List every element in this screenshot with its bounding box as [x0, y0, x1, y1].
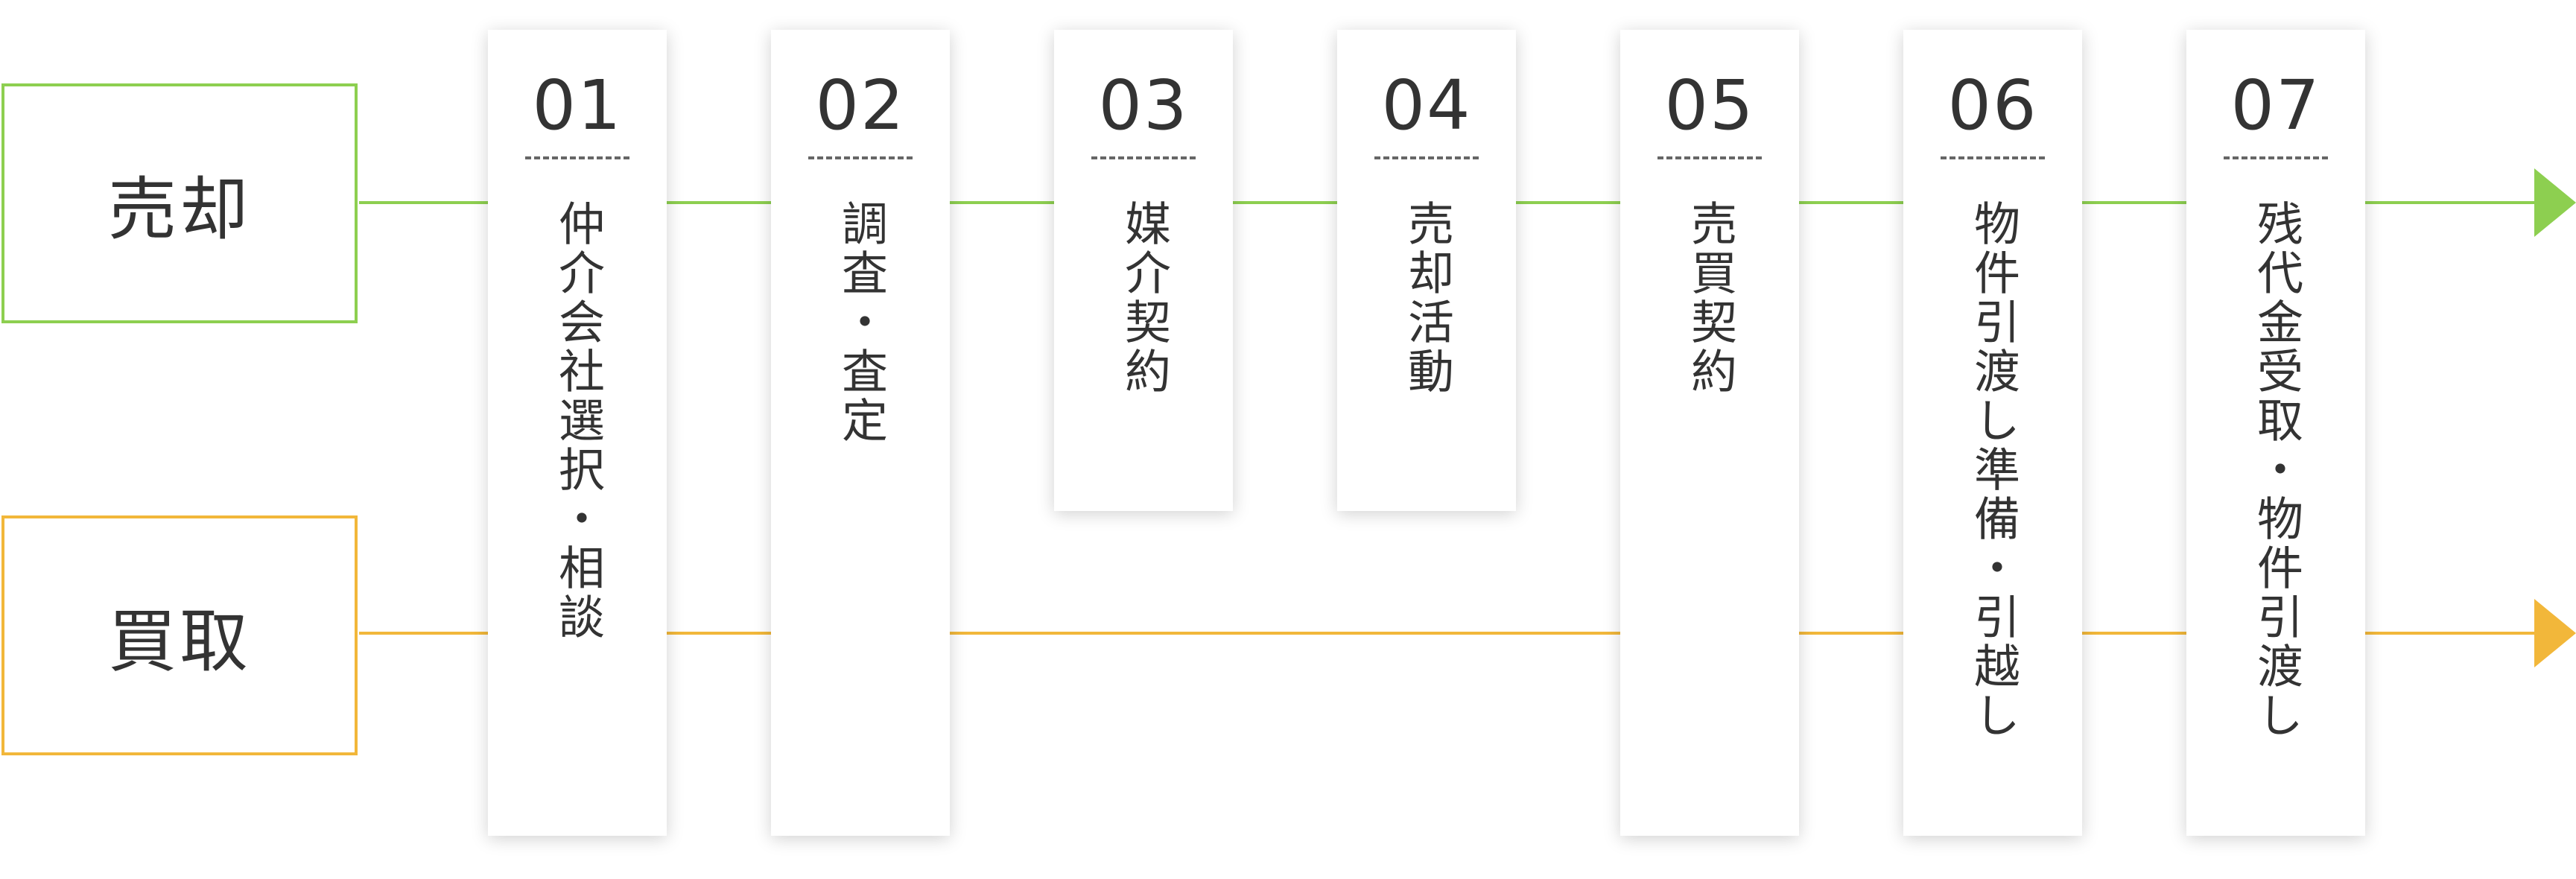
step-card-05: 05 売買契約 [1620, 30, 1799, 836]
buy-track-label: 買取 [107, 601, 251, 682]
step-number: 05 [1664, 66, 1755, 145]
step-number: 07 [2230, 66, 2321, 145]
buy-track-box: 買取 [1, 515, 358, 755]
step-divider [1091, 156, 1196, 159]
sell-track-label: 売却 [107, 169, 251, 250]
step-card-07: 07 残代金受取・物件引渡し [2186, 30, 2365, 836]
step-divider [1657, 156, 1762, 159]
step-divider [525, 156, 629, 159]
step-card-03: 03 媒介契約 [1054, 30, 1233, 511]
step-card-04: 04 売却活動 [1337, 30, 1516, 511]
step-number: 06 [1947, 66, 2038, 145]
sell-arrow-right-icon [2534, 168, 2576, 237]
step-label: 売買契約 [1683, 200, 1737, 396]
step-divider [1374, 156, 1479, 159]
step-number: 02 [815, 66, 906, 145]
step-number: 01 [532, 66, 623, 145]
buy-arrow-right-icon [2534, 599, 2576, 667]
sell-track-box: 売却 [1, 83, 358, 323]
step-card-02: 02 調査・査定 [771, 30, 950, 836]
step-label: 残代金受取・物件引渡し [2249, 200, 2303, 740]
step-label: 調査・査定 [834, 200, 888, 445]
step-card-01: 01 仲介会社選択・相談 [488, 30, 667, 836]
step-label: 媒介契約 [1117, 200, 1171, 396]
step-number: 03 [1098, 66, 1189, 145]
step-label: 売却活動 [1400, 200, 1454, 396]
step-divider [1941, 156, 2045, 159]
step-label: 仲介会社選択・相談 [551, 200, 605, 642]
step-card-06: 06 物件引渡し準備・引越し [1903, 30, 2082, 836]
step-divider [2224, 156, 2328, 159]
step-number: 04 [1381, 66, 1472, 145]
buy-track-line [359, 632, 2549, 635]
step-divider [808, 156, 913, 159]
step-label: 物件引渡し準備・引越し [1966, 200, 2020, 740]
